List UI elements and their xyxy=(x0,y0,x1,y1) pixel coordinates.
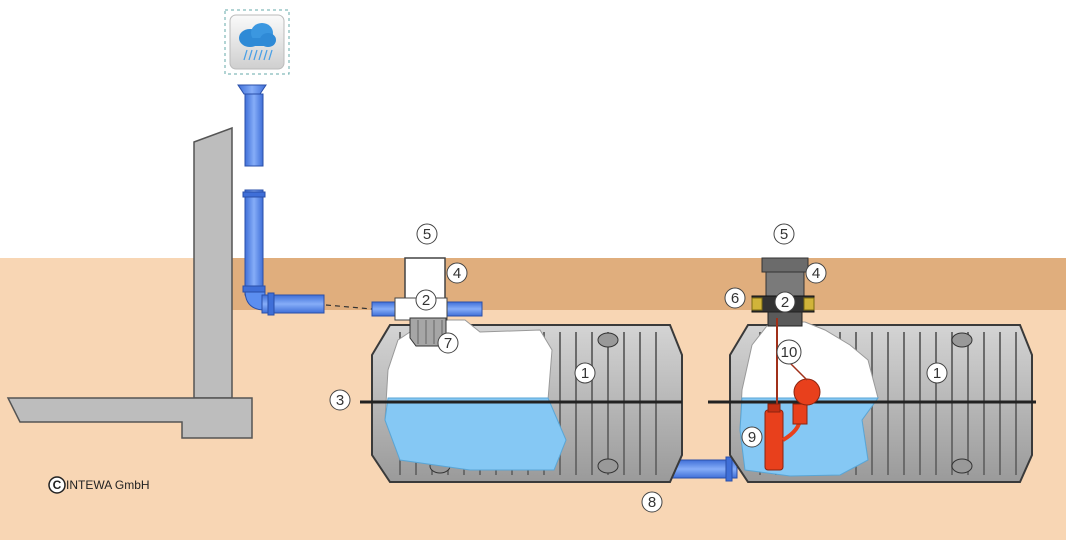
callout-7: 7 xyxy=(437,332,459,354)
callout-6: 6 xyxy=(724,287,746,309)
callout-1-left: 1 xyxy=(574,362,596,384)
callout-4-left: 4 xyxy=(446,262,468,284)
svg-text:5: 5 xyxy=(423,226,431,243)
soil-top-layer xyxy=(232,258,1066,310)
svg-text:6: 6 xyxy=(731,290,739,307)
callout-1-right: 1 xyxy=(926,362,948,384)
callout-5-left: 5 xyxy=(416,223,438,245)
copyright-label: INTEWA GmbH xyxy=(66,478,150,492)
callout-4-right: 4 xyxy=(805,262,827,284)
callout-10: 10 xyxy=(776,339,802,365)
svg-text:1: 1 xyxy=(581,365,589,382)
copyright-notice: C INTEWA GmbH xyxy=(48,476,150,494)
svg-text:1: 1 xyxy=(933,365,941,382)
svg-text:C: C xyxy=(53,478,62,492)
right-tank xyxy=(708,321,1036,483)
callout-5-right: 5 xyxy=(773,223,795,245)
building-foundation xyxy=(6,397,253,439)
pump-assembly xyxy=(764,318,821,471)
downpipe xyxy=(237,84,373,316)
rain-cloud-icon xyxy=(224,9,290,75)
svg-text:2: 2 xyxy=(781,294,789,311)
callout-2-left: 2 xyxy=(415,289,437,311)
svg-text:7: 7 xyxy=(444,335,452,352)
callout-9: 9 xyxy=(741,426,763,448)
copyright-icon: C xyxy=(48,476,66,494)
callout-8: 8 xyxy=(641,491,663,513)
right-shaft xyxy=(751,257,815,327)
callout-2-right: 2 xyxy=(774,291,796,313)
building-wall xyxy=(193,126,233,399)
svg-text:2: 2 xyxy=(422,292,430,309)
svg-text:3: 3 xyxy=(336,392,344,409)
callout-3: 3 xyxy=(329,389,351,411)
left-tank xyxy=(360,319,683,483)
svg-text:8: 8 xyxy=(648,494,656,511)
svg-text:5: 5 xyxy=(780,226,788,243)
svg-text:9: 9 xyxy=(748,429,756,446)
svg-text:4: 4 xyxy=(453,265,461,282)
svg-text:10: 10 xyxy=(781,344,798,361)
svg-text:4: 4 xyxy=(812,265,820,282)
